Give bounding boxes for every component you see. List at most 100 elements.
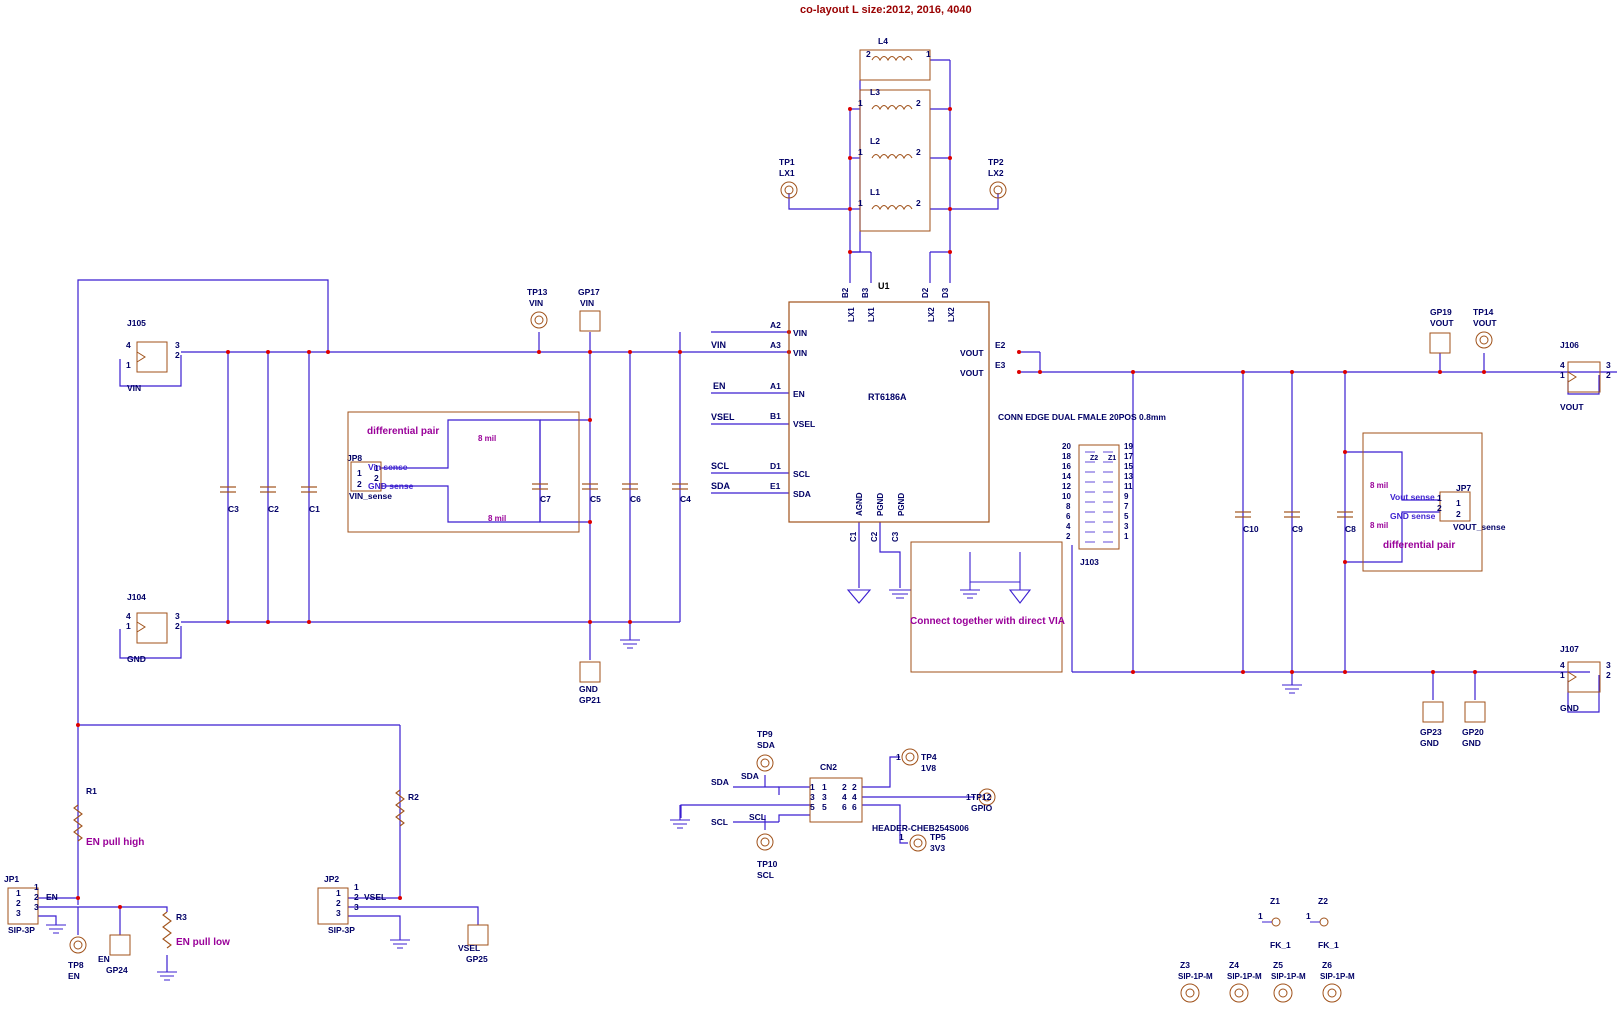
- svg-text:3V3: 3V3: [930, 843, 945, 853]
- svg-text:SCL: SCL: [793, 469, 810, 479]
- svg-text:3: 3: [336, 908, 341, 918]
- svg-text:A3: A3: [770, 340, 781, 350]
- svg-text:Z1: Z1: [1108, 455, 1116, 462]
- svg-text:TP10: TP10: [757, 859, 778, 869]
- svg-text:GND: GND: [1462, 738, 1481, 748]
- svg-text:GP20: GP20: [1462, 727, 1484, 737]
- svg-text:E1: E1: [770, 481, 781, 491]
- junctions: [76, 107, 1486, 909]
- svg-text:B1: B1: [770, 411, 781, 421]
- svg-text:SCL: SCL: [757, 870, 774, 880]
- svg-text:VIN: VIN: [127, 383, 141, 393]
- svg-text:TP8: TP8: [68, 960, 84, 970]
- svg-text:JP7: JP7: [1456, 483, 1471, 493]
- u1-part: RT6186A: [868, 392, 907, 402]
- annotation-boxes: differential pair differential pair 8 mi…: [86, 411, 1483, 948]
- svg-text:4: 4: [1560, 660, 1565, 670]
- svg-text:EN: EN: [793, 389, 805, 399]
- svg-text:4: 4: [126, 340, 131, 350]
- svg-text:C3: C3: [891, 531, 900, 542]
- svg-text:Z2: Z2: [1090, 455, 1098, 462]
- svg-text:GND sense: GND sense: [1390, 511, 1436, 521]
- svg-text:SIP-3P: SIP-3P: [328, 925, 355, 935]
- svg-text:E2: E2: [995, 340, 1006, 350]
- svg-text:4: 4: [1066, 522, 1071, 531]
- svg-text:A2: A2: [770, 320, 781, 330]
- svg-text:CN2: CN2: [820, 762, 837, 772]
- svg-text:VIN: VIN: [529, 298, 543, 308]
- svg-text:4: 4: [126, 611, 131, 621]
- en-pull-high-note: EN pull high: [86, 837, 144, 848]
- svg-text:VIN: VIN: [580, 298, 594, 308]
- svg-text:1: 1: [858, 198, 863, 208]
- svg-text:PGND: PGND: [876, 493, 885, 516]
- svg-text:2: 2: [1456, 509, 1461, 519]
- svg-text:R2: R2: [408, 792, 419, 802]
- svg-text:L4: L4: [878, 36, 888, 46]
- svg-text:SCL: SCL: [749, 812, 766, 822]
- svg-text:1: 1: [354, 882, 359, 892]
- svg-text:D1: D1: [770, 461, 781, 471]
- layout-note: co-layout L size:2012, 2016, 4040: [800, 4, 972, 16]
- svg-text:VSEL: VSEL: [364, 892, 386, 902]
- svg-text:L1: L1: [870, 187, 880, 197]
- svg-text:FK_1: FK_1: [1270, 940, 1291, 950]
- svg-text:1: 1: [357, 468, 362, 478]
- svg-text:D2: D2: [921, 287, 930, 298]
- svg-text:GND: GND: [579, 684, 598, 694]
- en-pull-low-note: EN pull low: [176, 937, 230, 948]
- svg-text:2: 2: [1606, 670, 1611, 680]
- svg-text:GP21: GP21: [579, 695, 601, 705]
- svg-text:3: 3: [175, 611, 180, 621]
- svg-text:C9: C9: [1292, 524, 1303, 534]
- svg-text:EN: EN: [46, 892, 58, 902]
- svg-text:1: 1: [810, 782, 815, 792]
- svg-text:8: 8: [1066, 502, 1071, 511]
- via-note: Connect together with direct VIA: [910, 616, 1065, 627]
- svg-text:L3: L3: [870, 87, 880, 97]
- svg-text:2: 2: [357, 479, 362, 489]
- svg-text:7: 7: [1124, 502, 1129, 511]
- svg-text:GPIO: GPIO: [971, 803, 993, 813]
- svg-text:C4: C4: [680, 494, 691, 504]
- diff-pair-left: differential pair: [367, 426, 439, 437]
- svg-text:GND: GND: [1560, 703, 1579, 713]
- svg-text:JP8: JP8: [347, 453, 362, 463]
- svg-text:C2: C2: [870, 531, 879, 542]
- svg-text:L2: L2: [870, 136, 880, 146]
- svg-text:1: 1: [926, 49, 931, 59]
- svg-text:C8: C8: [1345, 524, 1356, 534]
- svg-text:11: 11: [1124, 482, 1133, 491]
- svg-text:2: 2: [1066, 532, 1071, 541]
- svg-text:18: 18: [1062, 452, 1071, 461]
- svg-text:LX1: LX1: [867, 307, 876, 322]
- svg-text:2: 2: [916, 147, 921, 157]
- svg-text:1: 1: [1560, 370, 1565, 380]
- svg-text:EN: EN: [713, 381, 726, 391]
- svg-text:15: 15: [1124, 462, 1133, 471]
- svg-text:4: 4: [842, 792, 847, 802]
- svg-text:TP4: TP4: [921, 752, 937, 762]
- svg-text:LX1: LX1: [779, 168, 795, 178]
- svg-text:SIP-1P-M: SIP-1P-M: [1227, 972, 1262, 981]
- svg-text:B3: B3: [861, 287, 870, 298]
- svg-text:SDA: SDA: [711, 481, 731, 491]
- svg-text:1: 1: [374, 463, 379, 473]
- svg-text:PGND: PGND: [897, 493, 906, 516]
- svg-text:LX2: LX2: [988, 168, 1004, 178]
- svg-text:VOUT: VOUT: [1473, 318, 1497, 328]
- svg-text:3: 3: [810, 792, 815, 802]
- svg-text:TP1: TP1: [779, 157, 795, 167]
- svg-text:2: 2: [852, 782, 857, 792]
- svg-text:1: 1: [966, 792, 971, 802]
- svg-text:1: 1: [126, 621, 131, 631]
- svg-text:VOUT_sense: VOUT_sense: [1453, 522, 1506, 532]
- svg-text:C3: C3: [228, 504, 239, 514]
- svg-text:2: 2: [1606, 370, 1611, 380]
- svg-text:5: 5: [810, 802, 815, 812]
- svg-text:Vout sense: Vout sense: [1390, 492, 1435, 502]
